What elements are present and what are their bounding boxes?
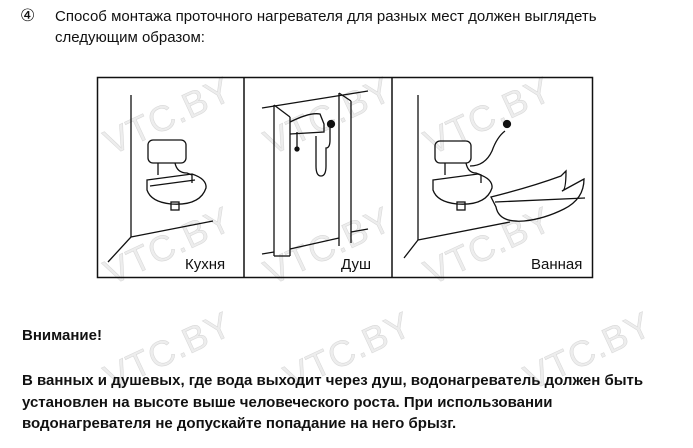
panel-label-shower: Душ xyxy=(341,256,372,273)
warning-text-line: В ванных и душевых, где вода выходит чер… xyxy=(22,372,644,389)
panel-label-bathroom: Ванная xyxy=(531,256,583,273)
panel-label-kitchen: Кухня xyxy=(185,256,226,273)
step-text-line2: следующим образом: xyxy=(55,29,205,46)
warning-text-line: установлен на высоте выше человеческого … xyxy=(22,394,553,411)
step-marker: ④ xyxy=(20,6,36,25)
shower-drawing xyxy=(261,90,369,257)
kitchen-sink-drawing xyxy=(107,95,214,263)
warning-title: Внимание! xyxy=(22,327,102,344)
warning-text-line: водонагревателя не допускайте попадание … xyxy=(22,415,457,432)
bathroom-drawing xyxy=(403,95,586,259)
step-text-line1: Способ монтажа проточного нагревателя дл… xyxy=(55,8,597,25)
